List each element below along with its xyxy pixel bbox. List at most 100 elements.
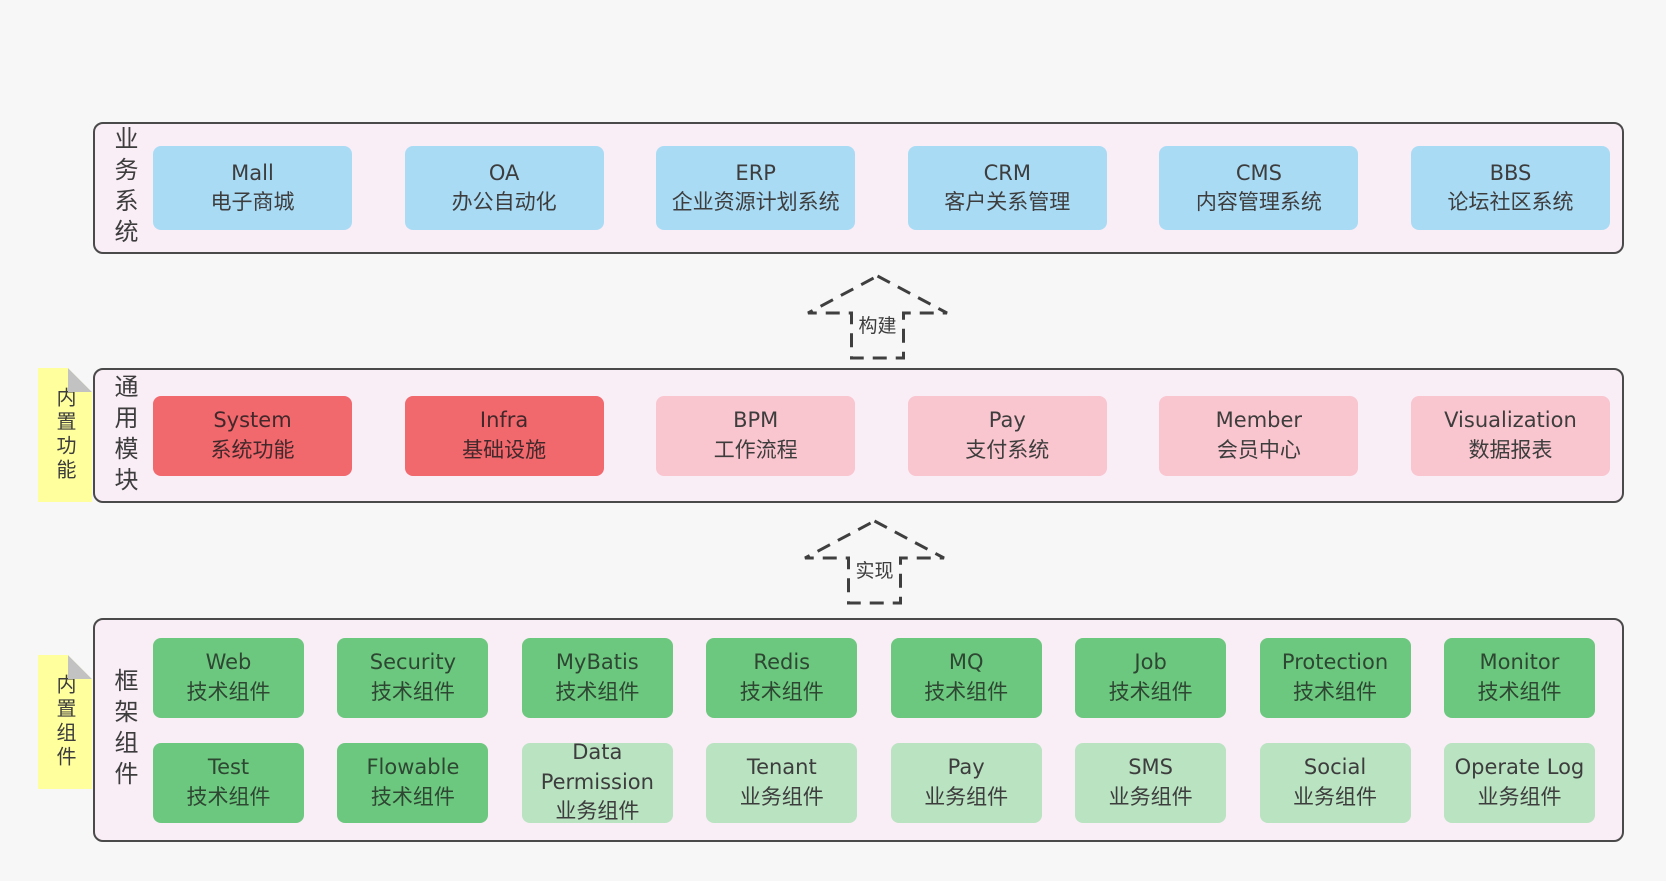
chip-name: Flowable: [366, 755, 460, 780]
chip-protection: Protection 技术组件: [1259, 637, 1411, 718]
chip-cms: CMS 内容管理系统: [1159, 146, 1359, 230]
chip-flowable: Flowable 技术组件: [337, 742, 489, 823]
chip-system: System 系统功能: [153, 395, 352, 476]
component-row-2: Test 技术组件 Flowable 技术组件 Data Permission …: [153, 740, 1622, 824]
chip-desc: 技术组件: [739, 679, 824, 704]
chip-erp: ERP 企业资源计划系统: [656, 146, 856, 230]
chip-desc: 技术组件: [370, 784, 455, 809]
chip-sms: SMS 业务组件: [1075, 742, 1227, 823]
chip-name: Security: [369, 650, 457, 675]
chip-pay-component: Pay 业务组件: [890, 742, 1042, 823]
folded-corner-icon: [68, 368, 92, 392]
chip-web: Web 技术组件: [153, 637, 304, 718]
chip-operate-log: Operate Log 业务组件: [1443, 742, 1595, 823]
layer-business-label: 业务系统: [110, 126, 138, 250]
chip-pay-system: Pay 支付系统: [907, 395, 1107, 476]
chip-name: Social: [1303, 755, 1367, 780]
layer-framework-label: 框架组件: [110, 668, 138, 792]
note-built-in-components: 内置组件: [38, 655, 92, 789]
chip-infra: Infra 基础设施: [404, 395, 604, 476]
chip-visualization: Visualization 数据报表: [1410, 395, 1610, 476]
chip-mybatis: MyBatis 技术组件: [521, 637, 673, 718]
chip-name: Mall: [231, 160, 274, 185]
chip-desc: 技术组件: [1293, 679, 1378, 704]
chip-name: BBS: [1489, 160, 1532, 185]
chip-name: Web: [205, 650, 252, 675]
chip-name: BPM: [733, 408, 779, 433]
chip-name: Tenant: [746, 755, 817, 780]
chip-name: Member: [1215, 408, 1303, 433]
layer-modules-label: 通用模块: [110, 373, 138, 498]
chip-name: MyBatis: [555, 650, 639, 675]
chip-crm: CRM 客户关系管理: [907, 146, 1107, 230]
chip-desc: 技术组件: [1108, 679, 1193, 704]
chip-desc: 业务组件: [1108, 784, 1193, 809]
build-arrow-label: 构建: [855, 311, 900, 338]
chip-name: Job: [1134, 650, 1167, 675]
chip-name: OA: [488, 160, 520, 185]
chip-desc: 业务组件: [1477, 784, 1562, 809]
chip-test: Test 技术组件: [153, 742, 304, 823]
implement-arrow: 实现: [803, 519, 946, 605]
chip-security: Security 技术组件: [337, 637, 489, 718]
chip-desc: 业务组件: [739, 784, 824, 809]
chip-desc: 客户关系管理: [944, 190, 1071, 214]
chip-desc: 业务组件: [555, 799, 640, 824]
chip-desc: 会员中心: [1216, 437, 1301, 462]
chip-desc: 技术组件: [924, 679, 1009, 704]
chip-desc: 系统功能: [210, 437, 295, 462]
implement-arrow-label: 实现: [852, 556, 897, 583]
chip-desc: 基础设施: [462, 437, 547, 462]
layer-business-systems: 业务系统 Mall 电子商城 OA 办公自动化 ERP 企业资源计划系统 CRM…: [93, 122, 1624, 254]
up-arrow-icon: [807, 274, 948, 360]
up-arrow-icon: [804, 519, 945, 605]
chip-name: System: [213, 408, 292, 433]
chip-member: Member 会员中心: [1159, 395, 1359, 476]
chip-name: Operate Log: [1454, 755, 1585, 780]
chip-bpm: BPM 工作流程: [656, 395, 856, 476]
note-text: 内置功能: [53, 387, 77, 483]
chip-oa: OA 办公自动化: [404, 146, 604, 230]
chip-name: ERP: [735, 160, 776, 185]
chip-name: Protection: [1281, 650, 1389, 675]
layer-common-modules: 通用模块 System 系统功能 Infra 基础设施 BPM 工作流程 Pay…: [93, 368, 1624, 503]
chip-job: Job 技术组件: [1075, 637, 1227, 718]
chip-desc: 技术组件: [186, 784, 271, 809]
folded-corner-icon: [68, 655, 92, 679]
chip-desc: 内容管理系统: [1195, 190, 1322, 214]
chip-desc: 技术组件: [370, 679, 455, 704]
chip-name: Infra: [479, 408, 529, 433]
chip-desc: 电子商城: [210, 190, 295, 214]
component-rows: Web 技术组件 Security 技术组件 MyBatis 技术组件 Redi…: [153, 637, 1622, 824]
chip-social: Social 业务组件: [1259, 742, 1411, 823]
chip-desc: 业务组件: [924, 784, 1009, 809]
chip-name: Visualization: [1444, 408, 1577, 433]
chip-bbs: BBS 论坛社区系统: [1410, 146, 1610, 230]
chip-desc: 技术组件: [555, 679, 640, 704]
chip-name: Pay: [947, 755, 985, 780]
module-chip-row: System 系统功能 Infra 基础设施 BPM 工作流程 Pay 支付系统…: [153, 395, 1622, 476]
business-chip-row: Mall 电子商城 OA 办公自动化 ERP 企业资源计划系统 CRM 客户关系…: [153, 146, 1622, 230]
component-row-1: Web 技术组件 Security 技术组件 MyBatis 技术组件 Redi…: [153, 637, 1622, 718]
chip-desc: 办公自动化: [451, 190, 557, 214]
chip-tenant: Tenant 业务组件: [706, 742, 858, 823]
chip-data-permission: Data Permission 业务组件: [521, 740, 673, 824]
chip-desc: 技术组件: [186, 679, 271, 704]
chip-name: Test: [207, 755, 250, 780]
chip-desc: 数据报表: [1468, 437, 1553, 462]
chip-name: CRM: [983, 160, 1031, 185]
chip-name: Data Permission: [540, 740, 654, 794]
chip-desc: 技术组件: [1477, 679, 1562, 704]
chip-desc: 企业资源计划系统: [671, 190, 840, 214]
chip-name: CMS: [1235, 160, 1282, 185]
chip-desc: 业务组件: [1293, 784, 1378, 809]
chip-name: Monitor: [1479, 650, 1560, 675]
layer-framework-components: 框架组件 Web 技术组件 Security 技术组件 MyBatis 技术组件…: [93, 618, 1624, 842]
chip-desc: 工作流程: [713, 437, 798, 462]
note-text: 内置组件: [53, 674, 77, 770]
build-arrow: 构建: [806, 274, 949, 360]
chip-name: Redis: [753, 650, 811, 675]
chip-name: MQ: [948, 650, 984, 675]
chip-name: Pay: [988, 408, 1026, 433]
